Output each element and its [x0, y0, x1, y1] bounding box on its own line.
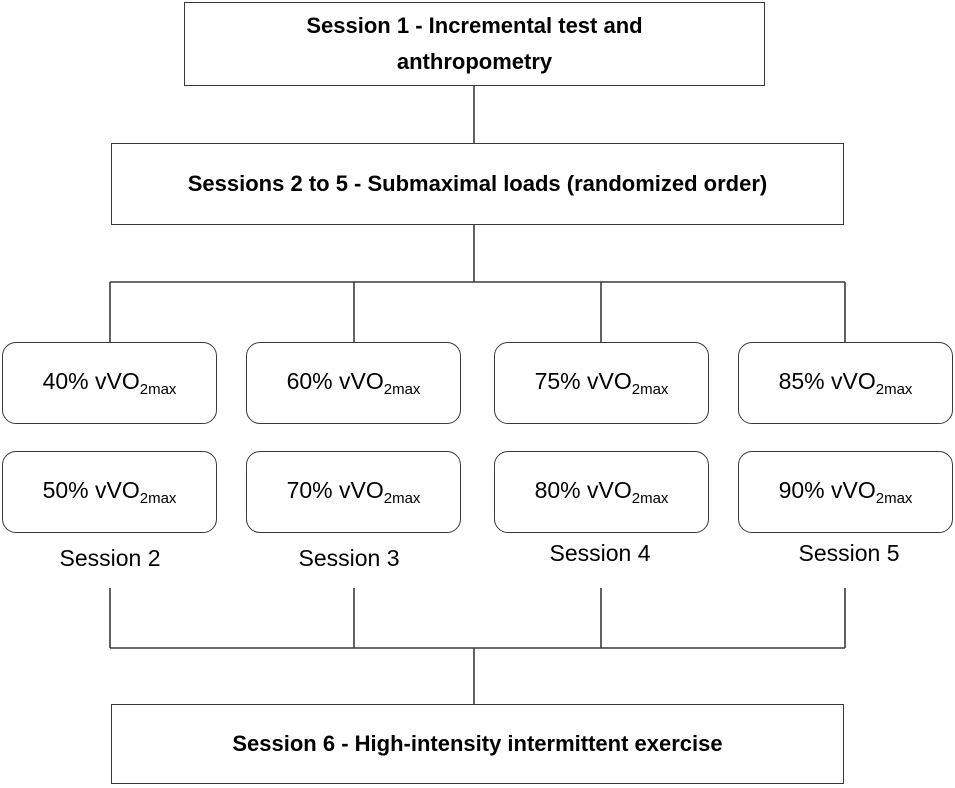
load-box-85: 85% vVO2max [738, 342, 953, 424]
load-text: 60% vVO2max [286, 368, 421, 398]
load-text: 50% vVO2max [42, 477, 177, 507]
session6-text: Session 6 - High-intensity intermittent … [232, 731, 723, 756]
load-box-90: 90% vVO2max [738, 451, 953, 533]
load-box-80: 80% vVO2max [494, 451, 709, 533]
session2-label: Session 2 [59, 545, 161, 571]
session1-box: Session 1 - Incremental test and anthrop… [184, 2, 765, 86]
sessions-2-5-box: Sessions 2 to 5 - Submaximal loads (rand… [111, 143, 844, 225]
session6-box: Session 6 - High-intensity intermittent … [111, 704, 844, 784]
load-box-75: 75% vVO2max [494, 342, 709, 424]
load-box-70: 70% vVO2max [246, 451, 461, 533]
load-text: 85% vVO2max [778, 368, 913, 398]
load-text: 90% vVO2max [778, 477, 913, 507]
session4-label: Session 4 [549, 540, 651, 566]
session3-label: Session 3 [298, 545, 400, 571]
load-text: 70% vVO2max [286, 477, 421, 507]
load-text: 40% vVO2max [42, 368, 177, 398]
load-box-60: 60% vVO2max [246, 342, 461, 424]
session1-text: Session 1 - Incremental test and anthrop… [306, 13, 643, 74]
load-text: 80% vVO2max [534, 477, 669, 507]
sessions-2-5-text: Sessions 2 to 5 - Submaximal loads (rand… [187, 171, 768, 196]
load-text: 75% vVO2max [534, 368, 669, 398]
load-box-40: 40% vVO2max [2, 342, 217, 424]
session5-label: Session 5 [798, 540, 900, 566]
load-box-50: 50% vVO2max [2, 451, 217, 533]
